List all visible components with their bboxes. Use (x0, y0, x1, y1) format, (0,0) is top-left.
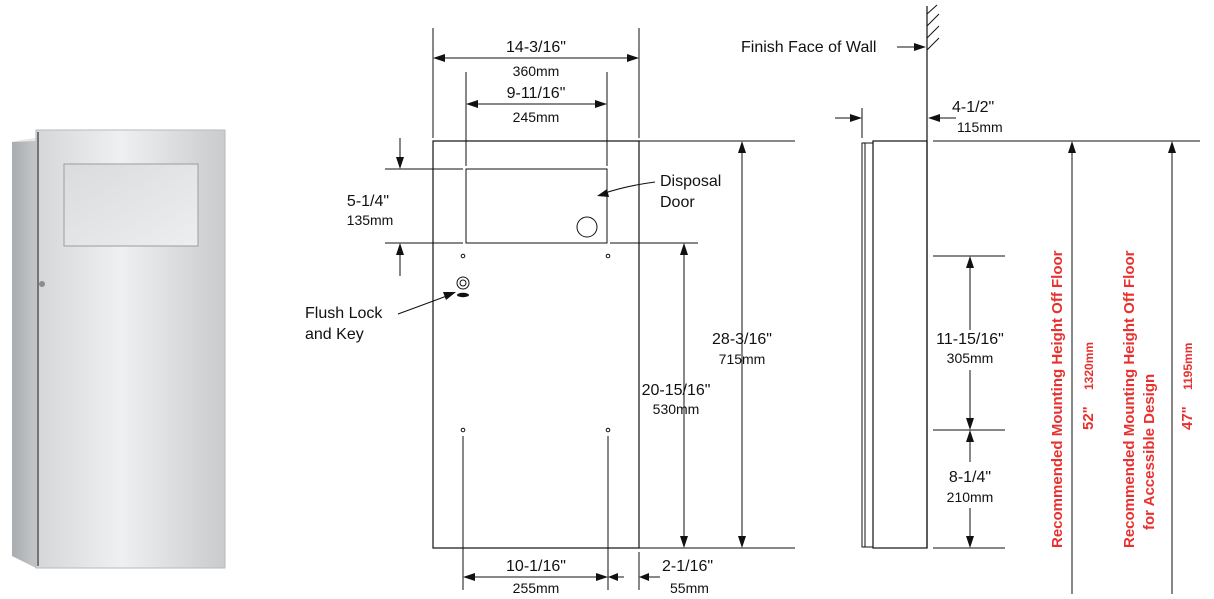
mounting-height-accessible: Recommended Mounting Height Off Floor fo… (1121, 141, 1196, 594)
disposal-door-outline (465, 168, 608, 244)
door-to-bottom-imperial: 20-15/16" (642, 382, 711, 399)
disposal-door-label-2: Door (660, 194, 695, 211)
callout-disposal-door: Disposal Door (597, 173, 721, 211)
side-hole-to-bottom-imperial: 8-1/4" (949, 469, 991, 486)
cabinet-outline (432, 140, 640, 549)
overall-width-metric: 360mm (513, 63, 560, 79)
mounting-height-standard: Recommended Mounting Height Off Floor 52… (1049, 141, 1097, 594)
door-height-metric: 135mm (347, 212, 394, 228)
flush-lock-icon (456, 276, 470, 298)
mounting-hole-icon (605, 427, 611, 433)
mounting-standard-metric: 1320mm (1082, 342, 1096, 390)
dimension-side-hole-to-bottom: 8-1/4" 210mm (947, 430, 994, 548)
dimension-overall-width: 14-3/16" 360mm (433, 39, 639, 79)
side-extension-lines (933, 140, 1200, 549)
mounting-hole-icon (605, 253, 611, 259)
door-height-imperial: 5-1/4" (347, 193, 389, 210)
callout-flush-lock: Flush Lock and Key (305, 292, 456, 343)
finish-face-of-wall-label: Finish Face of Wall (741, 39, 876, 56)
side-view (861, 4, 940, 549)
door-circle-icon (576, 216, 598, 238)
overall-width-imperial: 14-3/16" (506, 39, 566, 56)
cabinet-side-outline (872, 140, 928, 549)
side-hole-spacing-imperial: 11-15/16" (936, 331, 1004, 348)
side-hole-spacing-metric: 305mm (947, 350, 994, 366)
mounting-accessible-metric: 1195mm (1181, 343, 1195, 390)
product-photo (12, 129, 226, 569)
mounting-hole-icon (460, 427, 466, 433)
finish-face-arrow (897, 43, 926, 51)
dimension-door-height: 5-1/4" 135mm (347, 138, 404, 276)
disposal-door-label-1: Disposal (660, 173, 721, 190)
flush-lock-label-1: Flush Lock (305, 305, 383, 322)
mounting-accessible-imperial: 47" (1179, 406, 1196, 430)
door-width-imperial: 9-11/16" (507, 85, 566, 102)
bottom-hole-offset-metric: 55mm (670, 580, 709, 596)
bottom-hole-spacing-imperial: 10-1/16" (506, 558, 566, 575)
dimension-door-to-bottom: 20-15/16" 530mm (642, 243, 711, 548)
mounting-accessible-title-1: Recommended Mounting Height Off Floor (1121, 250, 1138, 548)
lock-icon (39, 281, 45, 287)
mounting-hole-icon (460, 253, 466, 259)
side-hole-to-bottom-metric: 210mm (947, 489, 994, 505)
cabinet-side-face (12, 138, 36, 568)
dimension-overall-height: 28-3/16" 715mm (712, 141, 772, 548)
bottom-hole-offset-imperial: 2-1/16" (662, 558, 713, 575)
dimension-bottom-hole-spacing: 10-1/16" 255mm (463, 558, 608, 596)
disposal-window (63, 163, 199, 247)
depth-imperial: 4-1/2" (952, 99, 994, 116)
dimension-depth: 4-1/2" 115mm (835, 99, 1003, 138)
door-width-metric: 245mm (513, 109, 560, 125)
mounting-standard-imperial: 52" (1080, 406, 1097, 430)
overall-height-metric: 715mm (719, 351, 766, 367)
extension-lines (385, 28, 795, 590)
overall-height-imperial: 28-3/16" (712, 331, 772, 348)
dimension-bottom-hole-offset: 2-1/16" 55mm (608, 558, 713, 596)
dimension-door-width: 9-11/16" 245mm (466, 85, 607, 125)
dimension-side-hole-spacing: 11-15/16" 305mm (936, 256, 1004, 430)
mounting-standard-title: Recommended Mounting Height Off Floor (1049, 250, 1066, 548)
wall-hatch-icon (926, 4, 940, 51)
flush-lock-label-2: and Key (305, 326, 364, 343)
mounting-accessible-title-2: for Accessible Design (1141, 374, 1158, 530)
cabinet-flange-outline (861, 142, 874, 548)
door-to-bottom-metric: 530mm (653, 401, 700, 417)
depth-metric: 115mm (957, 119, 1003, 135)
bottom-hole-spacing-metric: 255mm (513, 580, 560, 596)
front-view (432, 140, 640, 549)
